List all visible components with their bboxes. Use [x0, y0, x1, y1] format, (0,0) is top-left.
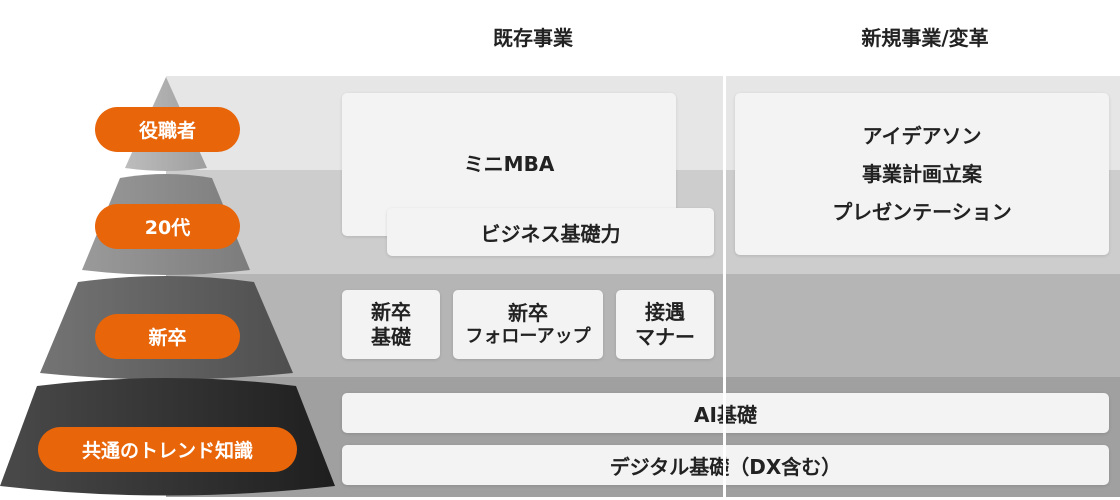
level-pill-common: 共通のトレンド知識: [38, 427, 297, 472]
program-manners: 接遇 マナー: [616, 290, 714, 359]
column-header-new: 新規事業/変革: [861, 26, 989, 50]
column-divider-overlay: [723, 393, 726, 500]
program-mini-mba-label: ミニMBA: [463, 152, 555, 176]
level-pill-newgrad: 新卒: [95, 314, 240, 359]
program-ideathon: アイデアソン: [862, 124, 982, 148]
program-business-planning: 事業計画立案: [862, 162, 982, 186]
column-header-existing: 既存事業: [493, 26, 573, 50]
label-line: フォローアップ: [465, 325, 591, 347]
program-business-basics: ビジネス基礎力: [387, 208, 714, 256]
column-divider: [723, 76, 726, 500]
program-new-business: アイデアソン 事業計画立案 プレゼンテーション: [735, 93, 1109, 255]
label-line: マナー: [635, 324, 695, 349]
program-presentation: プレゼンテーション: [832, 200, 1012, 224]
program-newgrad-followup: 新卒 フォローアップ: [453, 290, 603, 359]
label-line: 基礎: [371, 324, 411, 349]
program-newgrad-basics: 新卒 基礎: [342, 290, 440, 359]
level-pill-20s: 20代: [95, 204, 240, 249]
pyramid: [0, 77, 335, 496]
label-line: 新卒: [508, 300, 548, 325]
label-line: 接遇: [645, 299, 685, 324]
level-pill-executives: 役職者: [95, 107, 240, 152]
label-line: 新卒: [371, 299, 411, 324]
